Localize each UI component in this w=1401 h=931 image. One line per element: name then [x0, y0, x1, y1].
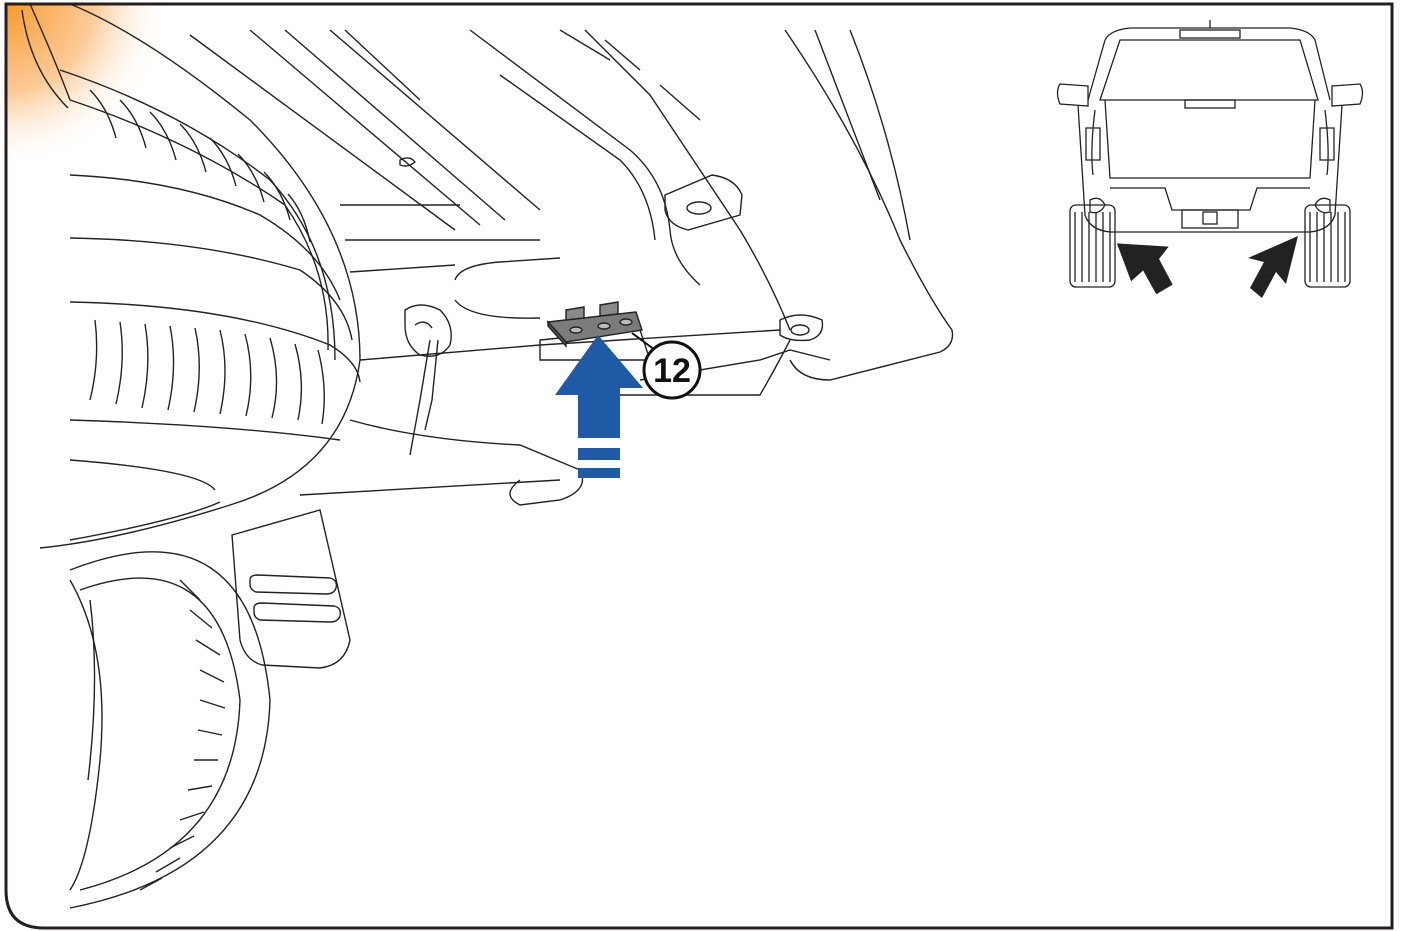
- rear-wheel: [69, 551, 271, 909]
- up-arrow-icon: [555, 335, 643, 478]
- vehicle-underside-drawing: [21, 4, 954, 909]
- step-pad: [231, 509, 351, 669]
- callout-number: 12: [653, 352, 691, 390]
- inset-wheels: [1069, 204, 1351, 288]
- frame-border: [4, 2, 1394, 930]
- spare-tire: [21, 4, 361, 549]
- chassis: [189, 29, 954, 506]
- corner-accent: [6, 4, 170, 170]
- diagonal-pointer-icon: [1248, 236, 1298, 298]
- truck-rear-inset: [1056, 20, 1364, 288]
- module-part: [546, 301, 643, 348]
- diagonal-pointer-icon: [1116, 243, 1173, 295]
- callout-12: 12: [631, 332, 702, 400]
